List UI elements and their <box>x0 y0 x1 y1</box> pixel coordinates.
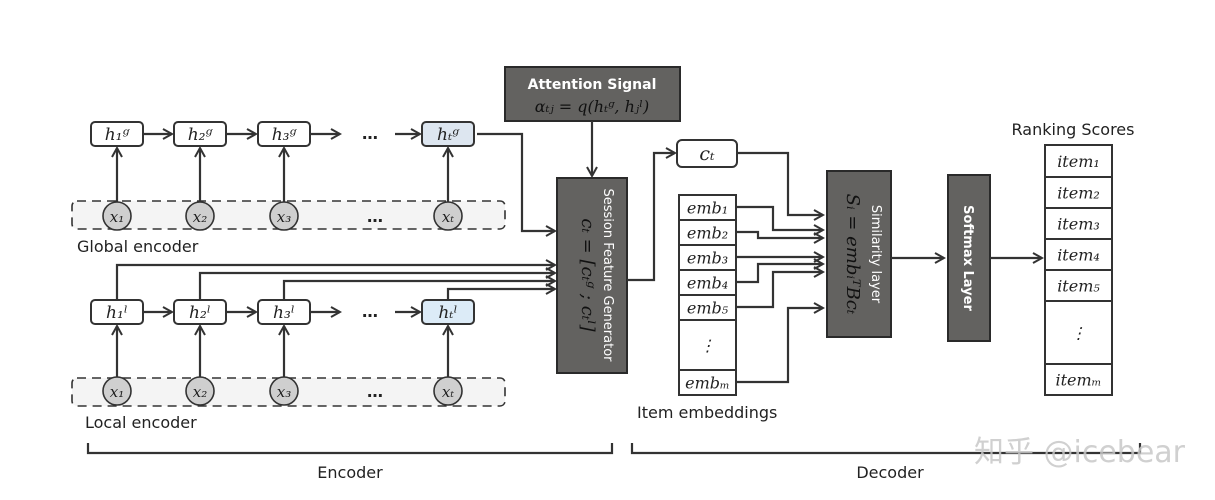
softmax-layer: Softmax Layer <box>947 174 991 342</box>
session-feature-generator: Session Feature Generator cₜ = [cₜᵍ ; cₜ… <box>556 177 628 374</box>
ranking-item <box>1044 144 1113 178</box>
local-h1-arrow <box>115 265 555 300</box>
input-node <box>102 376 132 406</box>
ranking-title: Ranking Scores <box>1012 120 1135 139</box>
input-label: x₁ <box>110 383 124 401</box>
attention-signal-box: Attention Signal αₜⱼ = q(hₜᵍ, hⱼˡ) <box>504 66 681 122</box>
hidden-state-label: h₂ˡ <box>189 303 211 323</box>
encoder-bracket: Encoder <box>86 443 614 482</box>
ranking-item-label: item₂ <box>1057 184 1100 203</box>
ranking-item <box>1044 300 1113 365</box>
hidden-state-label: h₃ˡ <box>273 303 295 323</box>
attention-title: Attention Signal <box>528 77 657 93</box>
ranking-item-label: item₃ <box>1057 215 1100 234</box>
ranking-scores: item₁ item₂ item₃ item₄ item₅ ⋮ itemₘ <box>1044 144 1113 396</box>
similarity-title: Similarity layer <box>868 205 883 304</box>
input-node <box>185 201 215 231</box>
ellipsis: … <box>362 302 378 321</box>
local-ht-arrow <box>446 289 555 300</box>
ranking-item-label: item₅ <box>1057 277 1100 296</box>
embedding-row-label: emb₂ <box>687 224 728 243</box>
encoder-label: Encoder <box>317 463 383 482</box>
hidden-state-label: hₜˡ <box>438 303 457 323</box>
decoder-label: Decoder <box>856 463 924 482</box>
input-label: x₃ <box>277 383 291 401</box>
hidden-state-label: hₜᵍ <box>437 125 460 145</box>
ellipsis: … <box>367 382 383 401</box>
embedding-row-label: emb₅ <box>687 299 729 318</box>
local-h2-arrow <box>198 273 555 300</box>
embeddings-label: Item embeddings <box>637 403 777 422</box>
encoder-connections <box>115 132 555 300</box>
context-vector: cₜ <box>676 139 738 168</box>
hidden-state-label: h₃ᵍ <box>272 125 298 145</box>
sfg-output-arrow <box>627 153 675 282</box>
input-node <box>433 376 463 406</box>
local-encoder-label: Local encoder <box>85 413 197 432</box>
embedding-connections <box>736 205 823 384</box>
embedding-row-label: emb₄ <box>687 274 728 293</box>
embedding-row-label: emb₃ <box>687 249 728 268</box>
embedding-row-label: ⋮ <box>700 336 716 355</box>
global-encoder-label: Global encoder <box>77 237 199 256</box>
watermark: 知乎 @icebear <box>974 435 1186 470</box>
hidden-state-label: h₂ᵍ <box>188 125 214 145</box>
input-node <box>269 201 299 231</box>
softmax-title: Softmax Layer <box>960 205 975 311</box>
ranking-item-label: item₁ <box>1057 152 1100 171</box>
decoder-bracket: Decoder <box>630 443 1142 482</box>
item-embeddings: emb₁ emb₂ emb₃ emb₄ emb₅ ⋮ embₘ <box>678 194 737 396</box>
embedding-row <box>678 319 737 371</box>
input-label: x₂ <box>193 208 207 226</box>
input-label: xₜ <box>442 383 454 401</box>
sfg-formula: cₜ = [cₜᵍ ; cₜˡ] <box>577 218 598 332</box>
ranking-item-label: ⋮ <box>1071 324 1087 343</box>
ranking-item <box>1044 363 1113 396</box>
input-node <box>433 201 463 231</box>
ellipsis: … <box>367 207 383 226</box>
attention-formula: αₜⱼ = q(hₜᵍ, hⱼˡ) <box>535 97 650 116</box>
global-encoder: h₁ᵍ x₁ h₂ᵍ x₂ h₃ᵍ x₃ hₜᵍ xₜ … … Global encoder <box>71 121 506 256</box>
ranking-item <box>1044 176 1113 209</box>
ellipsis: … <box>362 124 378 143</box>
embedding-row-label: embₘ <box>685 374 730 393</box>
ranking-item-label: itemₘ <box>1056 371 1102 390</box>
input-node <box>102 201 132 231</box>
input-label: xₜ <box>442 208 454 226</box>
hidden-state-label: h₁ˡ <box>106 303 128 323</box>
similarity-formula: Sᵢ = embᵢᵀBcₜ <box>842 194 863 315</box>
hidden-state-label: h₁ᵍ <box>105 125 131 145</box>
global-final-arrow <box>477 132 555 231</box>
input-label: x₂ <box>193 383 207 401</box>
input-label: x₁ <box>110 208 124 226</box>
input-node <box>185 376 215 406</box>
context-arrow <box>737 151 823 215</box>
input-node <box>269 376 299 406</box>
sfg-title: Session Feature Generator <box>600 188 615 362</box>
local-h3-arrow <box>282 281 555 300</box>
embedding-row <box>678 369 737 396</box>
input-label: x₃ <box>277 208 291 226</box>
embedding-row-label: emb₁ <box>687 199 728 218</box>
local-encoder: h₁ˡ x₁ h₂ˡ x₂ h₃ˡ x₃ hₜˡ xₜ … … Local encoder <box>71 299 506 432</box>
context-label: cₜ <box>699 143 715 165</box>
ranking-item-label: item₄ <box>1057 246 1100 265</box>
similarity-layer: Similarity layer Sᵢ = embᵢᵀBcₜ <box>826 170 892 338</box>
